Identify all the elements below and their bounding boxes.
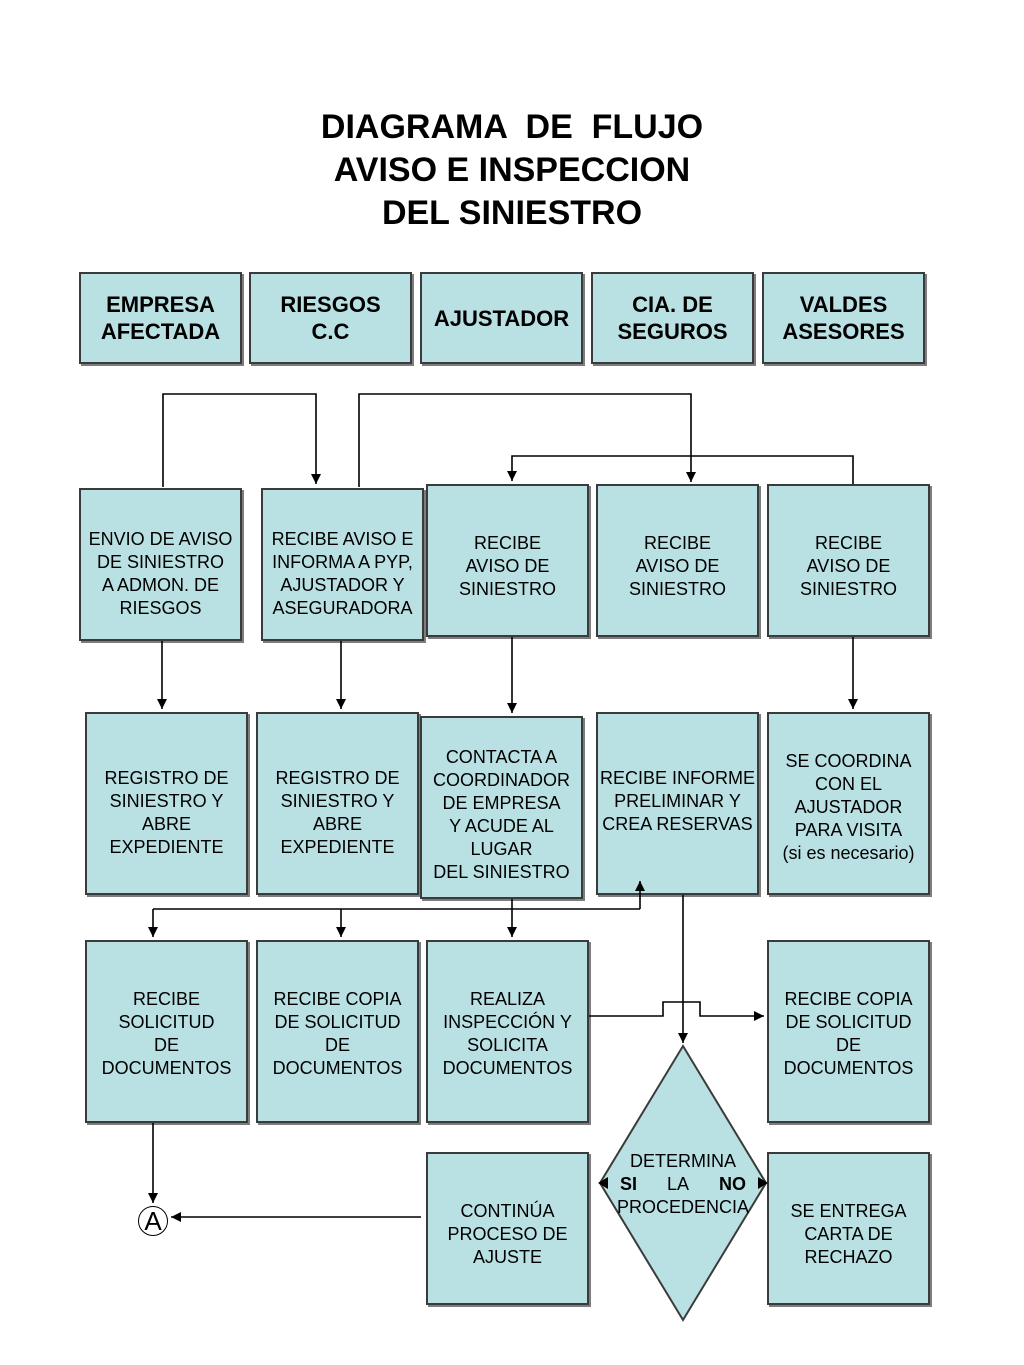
box-empresa-registro-siniestro: REGISTRO DE SINIESTRO Y ABRE EXPEDIENTE [85,712,248,895]
title-line-2: AVISO E INSPECCION [333,151,691,189]
connector-a: A [138,1206,168,1236]
box-valdes-recibe-aviso: RECIBE AVISO DE SINIESTRO [767,484,930,637]
title-line-3: DEL SINIESTRO [381,194,643,232]
box-recibe-aviso-informa: RECIBE AVISO E INFORMA A PYP, AJUSTADOR … [261,488,424,641]
box-entrega-carta-rechazo: SE ENTREGA CARTA DE RECHAZO [767,1152,930,1305]
arrow-riesgos-to-cia [358,393,696,487]
box-riesgos-recibe-copia-solicitud: RECIBE COPIA DE SOLICITUD DE DOCUMENTOS [256,940,419,1123]
decision-line-1: DETERMINA [629,1151,736,1171]
header-ajustador: AJUSTADOR [420,272,583,364]
box-envio-aviso: ENVIO DE AVISO DE SINIESTRO A ADMON. DE … [79,488,242,641]
arrow-to-ajustador [507,455,854,484]
box-recibe-informe-preliminar: RECIBE INFORME PRELIMINAR Y CREA RESERVA… [596,712,759,895]
title-line-1: DIAGRAMA DE FLUJO [320,108,704,146]
arrow-realiza-to-valdes-copia [589,1001,764,1021]
decision-si: SI [620,1174,638,1194]
box-realiza-inspeccion: REALIZA INSPECCIÓN Y SOLICITA DOCUMENTOS [426,940,589,1123]
box-riesgos-registro-siniestro: REGISTRO DE SINIESTRO Y ABRE EXPEDIENTE [256,712,419,895]
header-riesgos-cc: RIESGOS C.C [249,272,412,364]
decision-diamond [598,1044,768,1322]
decision-la: LA [666,1174,690,1194]
box-ajustador-recibe-aviso: RECIBE AVISO DE SINIESTRO [426,484,589,637]
diagram-title: DIAGRAMA DE FLUJO AVISO E INSPECCION DEL… [0,106,1024,235]
header-empresa-afectada: EMPRESA AFECTADA [79,272,242,364]
arrow-empresa-to-riesgos [162,393,321,487]
box-valdes-recibe-copia-solicitud: RECIBE COPIA DE SOLICITUD DE DOCUMENTOS [767,940,930,1123]
box-contacta-coordinador: CONTACTA A COORDINADOR DE EMPRESA Y ACUD… [420,716,583,899]
header-cia-seguros: CIA. DE SEGUROS [591,272,754,364]
box-recibe-solicitud-documentos: RECIBE SOLICITUD DE DOCUMENTOS [85,940,248,1123]
header-valdes-asesores: VALDES ASESORES [762,272,925,364]
box-se-coordina-ajustador: SE COORDINA CON EL AJUSTADOR PARA VISITA… [767,712,930,895]
arrow-decision-si [598,1177,608,1189]
box-continua-proceso-ajuste: CONTINÚA PROCESO DE AJUSTE [426,1152,589,1305]
decision-text: DETERMINA SI LA NO PROCEDENCIA [600,1150,766,1219]
decision-no: NO [718,1174,746,1194]
decision-line-3: PROCEDENCIA [616,1197,750,1217]
arrow-decision-no [758,1177,768,1189]
box-cia-recibe-aviso: RECIBE AVISO DE SINIESTRO [596,484,759,637]
